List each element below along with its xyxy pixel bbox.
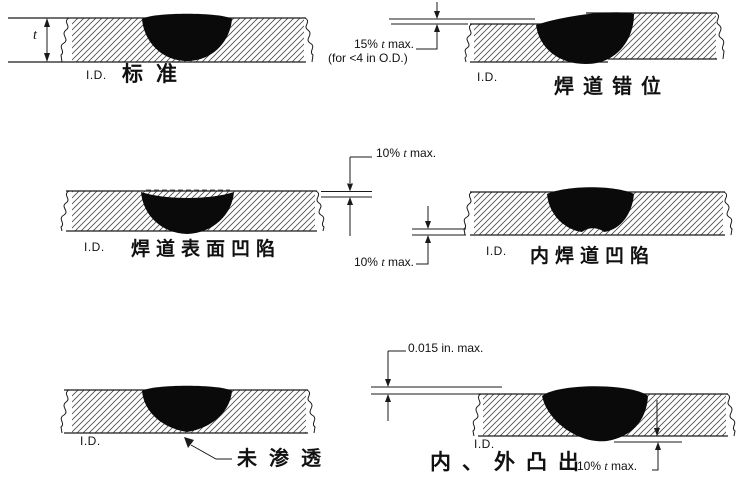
id-label-standard: I.D. — [86, 68, 107, 82]
dim-arrow-down-icon — [385, 379, 391, 387]
dim-misalignment: 15% t max. — [330, 37, 414, 51]
dim-arrow-up-icon — [347, 197, 353, 205]
title-surface-concavity: 焊道表面凹陷 — [131, 239, 282, 260]
dim-text: 15% — [353, 37, 382, 51]
leader-arrow-icon — [184, 437, 194, 448]
dim-text: max. — [384, 255, 414, 269]
diagram-surface-concavity-graphic — [60, 156, 372, 236]
diagram-lack-of-penetration-graphic — [60, 385, 316, 460]
dim-text: 10% — [577, 459, 605, 473]
dim-internal-protrusion: 10% t max. — [577, 459, 638, 473]
weld-bead-protrusion — [542, 386, 648, 442]
dim-arrow-up-icon — [44, 18, 50, 27]
dim-internal-concavity: 10% t max. — [336, 255, 414, 269]
weld-bead-internal-concavity — [547, 187, 634, 232]
title-protrusion: 内、外凸出 — [430, 451, 590, 474]
title-misalignment: 焊道错位 — [554, 76, 670, 98]
id-label-protrusion: I.D. — [474, 437, 495, 451]
id-label-internal-concavity: I.D. — [486, 244, 507, 258]
dim-t-symbol: t — [381, 37, 385, 51]
thickness-label: t — [33, 28, 37, 43]
dim-surface-concavity: 10% t max. — [376, 146, 437, 160]
diagram-standard-graphic — [8, 13, 314, 63]
diagram-misalignment-graphic — [389, 2, 725, 64]
dim-text: max. — [384, 37, 414, 51]
dim-arrow-up-icon — [434, 24, 440, 32]
diagram-internal-concavity-graphic — [412, 187, 733, 265]
dim-t-symbol: t — [604, 459, 608, 473]
weld-bead-lack-of-penetration — [142, 385, 232, 432]
title-standard: 标准 — [122, 63, 190, 86]
dim-arrow-down-icon — [425, 221, 431, 229]
dim-arrow-down-icon — [654, 428, 660, 436]
dim-arrow-up-icon — [385, 394, 391, 402]
dim-arrow-down-icon — [44, 53, 50, 62]
dim-arrow-up-icon — [655, 442, 661, 450]
dim-arrow-down-icon — [434, 11, 440, 19]
id-label-surface-concavity: I.D. — [84, 240, 105, 254]
dim-text: 10% — [376, 146, 404, 160]
weld-bead-misalignment — [536, 12, 634, 64]
dim-misalignment-note: (for <4 in O.D.) — [328, 51, 408, 65]
dim-external-protrusion: 0.015 in. max. — [408, 341, 484, 355]
diagram-protrusion-graphic — [371, 350, 736, 471]
id-label-misalignment: I.D. — [477, 70, 498, 84]
title-internal-concavity: 内焊道凹陷 — [530, 246, 656, 267]
title-lack-of-penetration: 未渗透 — [237, 448, 333, 470]
dim-t-symbol: t — [381, 255, 385, 269]
dim-text: 10% — [353, 255, 382, 269]
dim-t-symbol: t — [403, 146, 407, 160]
weld-bead-standard — [142, 13, 232, 61]
weld-bead-surface-concavity — [141, 192, 234, 234]
dim-arrow-down-icon — [347, 183, 353, 192]
dim-arrow-up-icon — [425, 235, 431, 243]
dim-text: max. — [406, 146, 437, 160]
id-label-lack-of-penetration: I.D. — [80, 434, 101, 448]
dim-text: max. — [607, 459, 638, 473]
